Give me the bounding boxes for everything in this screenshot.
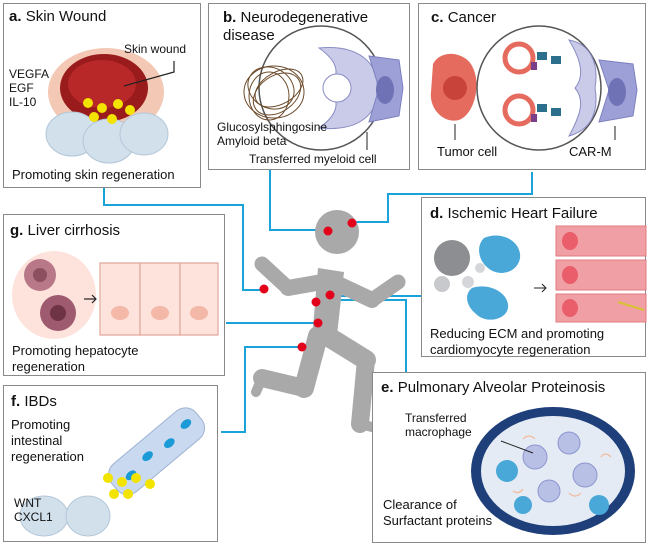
liver-illustration: [12, 251, 219, 339]
panel-pulmonary-alveolar-proteinosis: e. Pulmonary Alveolar Proteinosis Transf…: [372, 372, 646, 543]
connector-lines: [103, 170, 533, 433]
heart-illustration: [434, 225, 647, 323]
clearance-label-line2: Surfactant proteins: [383, 513, 493, 528]
factor-label: IL-10: [9, 95, 37, 109]
transferred-macrophage-label: Transferred: [405, 411, 467, 425]
panel-letter: b.: [223, 9, 237, 26]
panel-skin-wound: a. Skin Wound Skin wound VEGFA EGF IL-10…: [3, 3, 201, 188]
panel-caption: Promoting skin regeneration: [12, 167, 175, 182]
panel-caption: Promoting hepatocyte: [12, 343, 139, 358]
panel-title: IBDs: [24, 393, 57, 410]
amyloid-beta-label: Amyloid beta: [217, 134, 287, 148]
panel-ischemic-heart-failure: d. Ischemic Heart Failure Reducing ECM a…: [421, 197, 647, 357]
panel-caption: Transferred myeloid cell: [249, 152, 377, 166]
panel-caption-line3: regeneration: [11, 449, 84, 464]
panel-letter: e.: [381, 379, 394, 396]
panel-ibds: f. IBDs Promoting intestinal regeneratio…: [3, 385, 218, 542]
skin-wound-label: Skin wound: [124, 42, 187, 56]
panel-cancer: c. Cancer Tumor cell CAR-M: [418, 3, 646, 170]
panel-title: Ischemic Heart Failure: [447, 205, 598, 222]
panel-caption: Reducing ECM and promoting: [430, 326, 605, 341]
panel-letter: d.: [430, 205, 444, 222]
panel-title-line2: disease: [223, 27, 275, 44]
glucosylsphingosine-label: Glucosylsphingosine: [217, 120, 328, 134]
neuro-illustration: [243, 25, 404, 151]
running-figure: [251, 210, 406, 433]
panel-liver-cirrhosis: g. Liver cirrhosis Promoting hepatocyte …: [3, 214, 225, 376]
factor-label: EGF: [9, 81, 34, 95]
clearance-label: Clearance of: [383, 497, 457, 512]
panel-title: Liver cirrhosis: [27, 222, 121, 239]
panel-title: Cancer: [447, 9, 497, 26]
panel-title: Neurodegenerative: [240, 9, 369, 26]
car-m-label: CAR-M: [569, 144, 612, 159]
panel-caption-line2: regeneration: [12, 359, 85, 374]
panel-letter: g.: [10, 222, 24, 239]
factor-label: WNT: [14, 496, 42, 510]
panel-caption-line2: intestinal: [11, 433, 63, 448]
organ-markers: [259, 218, 357, 352]
panel-letter: f.: [11, 393, 21, 410]
transferred-macrophage-label-line2: macrophage: [405, 425, 472, 439]
skin-wound-illustration: [45, 48, 175, 164]
panel-title: Skin Wound: [25, 8, 107, 25]
panel-letter: c.: [431, 9, 444, 26]
panel-title: Pulmonary Alveolar Proteinosis: [397, 379, 606, 396]
factor-label: CXCL1: [14, 510, 53, 524]
factor-label: VEGFA: [9, 67, 50, 81]
alveolus-illustration: [471, 407, 635, 535]
panel-caption: Promoting: [11, 417, 71, 432]
tumor-cell-label: Tumor cell: [437, 144, 498, 159]
cancer-illustration: [430, 25, 638, 151]
panel-letter: a.: [9, 8, 22, 25]
panel-caption-line2: cardiomyocyte regeneration: [430, 342, 591, 357]
ibd-illustration: [19, 407, 206, 537]
panel-neurodegenerative: b. Neurodegenerative disease Glucosylsph…: [208, 3, 410, 170]
